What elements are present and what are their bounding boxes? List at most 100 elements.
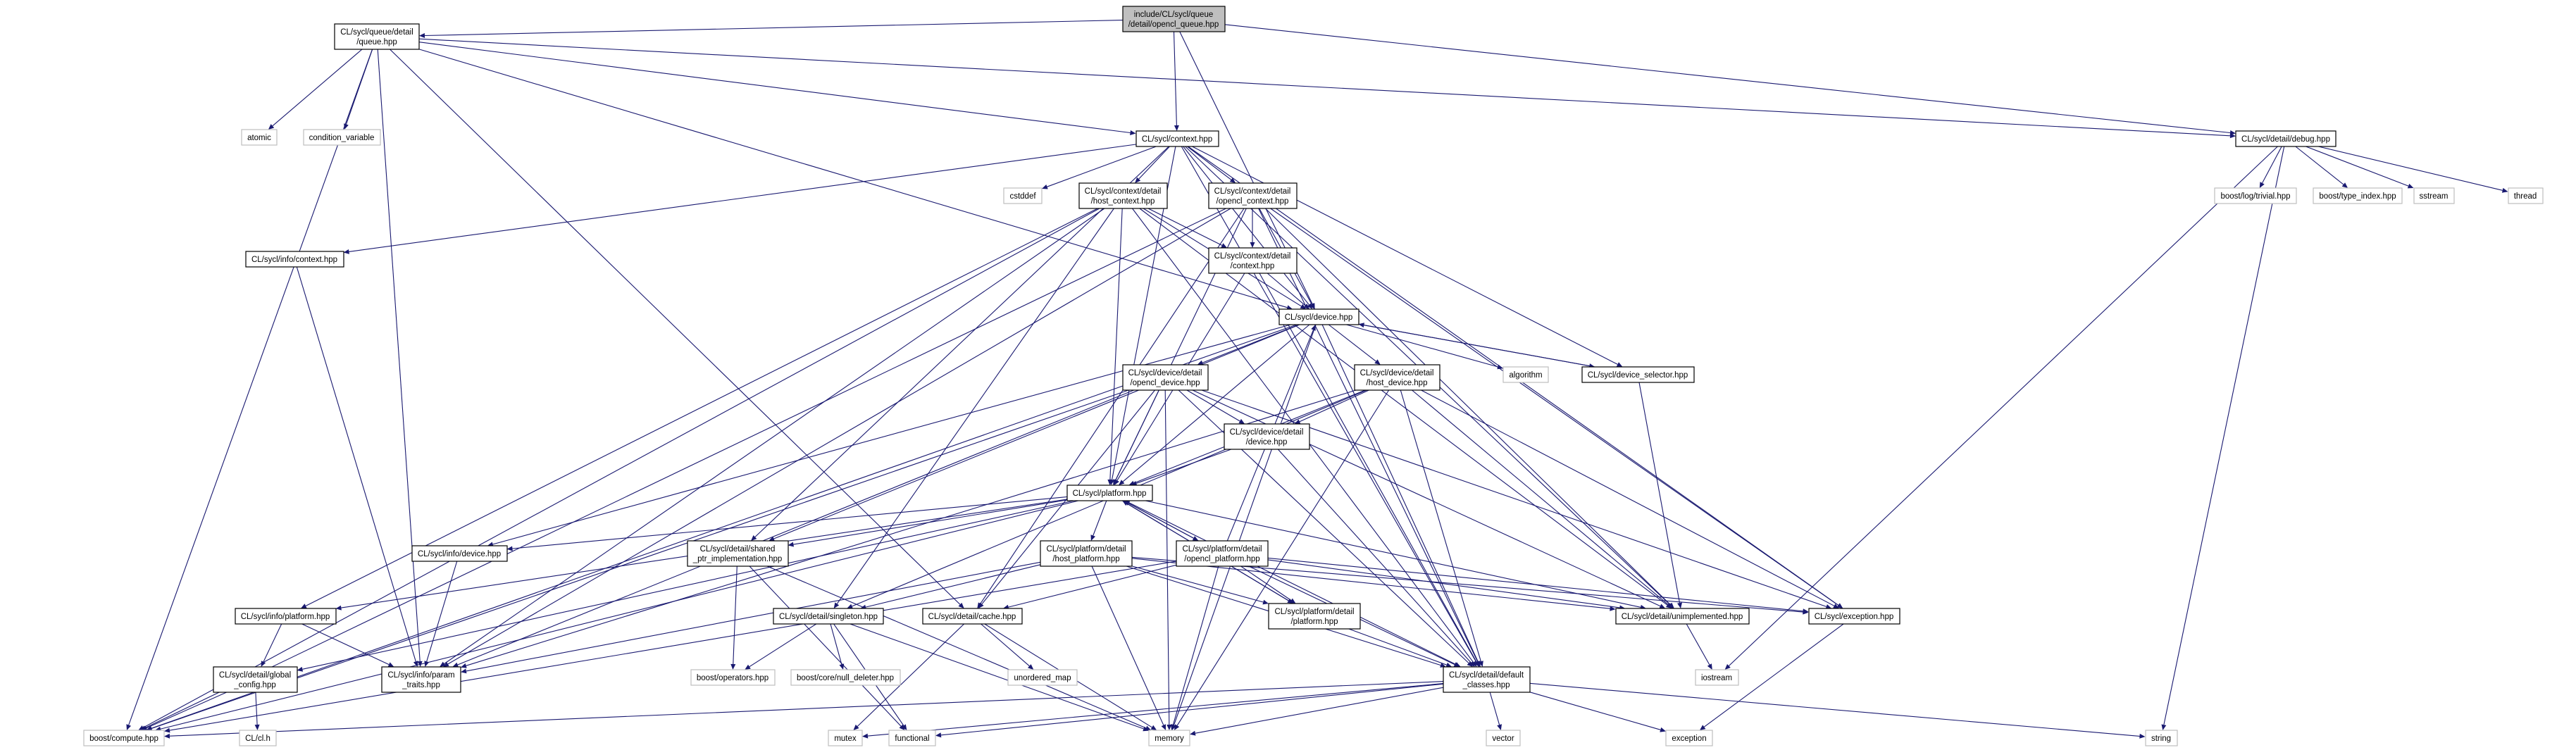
node-detail-platform[interactable]: CL/sycl/platform/detail/platform.hpp — [1268, 603, 1361, 630]
node-label: CL/sycl/queue/detail — [340, 28, 413, 37]
edge-host-device-to-detail-device — [1294, 389, 1369, 424]
node-box — [922, 608, 1023, 625]
node-opencl-queue[interactable]: include/CL/sycl/queue/detail/opencl_queu… — [1122, 6, 1226, 32]
edge-line — [447, 208, 1231, 665]
node-host-device[interactable]: CL/sycl/device/detail/host_device.hpp — [1354, 364, 1441, 391]
edge-default-classes-to-memory — [1190, 687, 1443, 736]
node-box — [334, 23, 420, 50]
node-detail-context[interactable]: CL/sycl/context/detail/context.hpp — [1208, 247, 1298, 274]
edge-default-classes-to-vector — [1489, 692, 1502, 730]
node-shared-ptr[interactable]: CL/sycl/detail/shared_ptr_implementation… — [687, 540, 789, 567]
edge-platform-to-default-classes — [1124, 500, 1461, 667]
edge-global-config-to-cl-h — [254, 692, 260, 730]
edge-line — [263, 623, 282, 663]
edge-arrowhead — [343, 249, 349, 254]
edge-arrowhead — [419, 33, 425, 38]
node-opencl-context[interactable]: CL/sycl/context/detail/opencl_context.hp… — [1208, 182, 1298, 209]
node-default-classes[interactable]: CL/sycl/detail/default_classes.hpp — [1443, 666, 1531, 693]
edge-device-selector-to-unimplemented — [1638, 382, 1682, 608]
node-info-device[interactable]: CL/sycl/info/device.hpp — [411, 545, 508, 562]
node-unimplemented[interactable]: CL/sycl/detail/unimplemented.hpp — [1615, 608, 1750, 625]
edge-line — [1686, 623, 1710, 665]
node-detail-device[interactable]: CL/sycl/device/detail/device.hpp — [1224, 423, 1310, 450]
edge-arrowhead — [297, 666, 304, 672]
node-label: CL/sycl/info/device.hpp — [418, 550, 501, 558]
edge-arrowhead — [1610, 606, 1616, 611]
edge-queue-to-debug — [418, 38, 2236, 139]
edge-default-classes-to-boost-compute — [164, 681, 1443, 739]
edge-platform-to-global-config — [297, 500, 1074, 672]
node-condition-variable: condition_variable — [303, 129, 381, 146]
edge-opencl-platform-to-exception — [1267, 557, 1809, 614]
edge-line — [1346, 324, 1498, 368]
edge-opencl-context-to-param-traits — [442, 208, 1231, 667]
edge-info-device-to-param-traits — [424, 561, 458, 667]
edge-arrowhead — [1453, 662, 1460, 667]
node-label: CL/sycl/platform/detail — [1274, 608, 1354, 616]
edge-opencl-context-to-unimplemented — [1265, 208, 1674, 608]
node-label: CL/sycl/detail/cache.hpp — [928, 613, 1016, 621]
edge-context-to-cstddef — [1042, 146, 1157, 189]
edge-line — [1202, 324, 1300, 363]
edge-arrowhead — [1677, 602, 1682, 608]
edge-arrowhead — [300, 604, 307, 608]
edge-line — [867, 683, 1443, 737]
node-box — [1224, 423, 1310, 450]
node-singleton[interactable]: CL/sycl/detail/singleton.hpp — [773, 608, 884, 625]
node-box — [828, 730, 863, 746]
edge-arrowhead — [1659, 604, 1666, 608]
node-type-index: boost/type_index.hpp — [2313, 187, 2403, 204]
node-info-context[interactable]: CL/sycl/info/context.hpp — [245, 251, 344, 268]
node-box — [1122, 6, 1226, 32]
edge-line — [1145, 500, 1641, 608]
edge-line — [1277, 449, 1471, 663]
node-context[interactable]: CL/sycl/context.hpp — [1135, 130, 1219, 147]
edge-arrowhead — [958, 602, 964, 608]
edge-line — [426, 561, 458, 662]
edge-detail-platform-to-default-classes — [1348, 628, 1452, 668]
node-box — [888, 730, 936, 746]
node-info-platform[interactable]: CL/sycl/info/platform.hpp — [235, 608, 337, 625]
edge-arrowhead — [978, 602, 984, 608]
node-queue[interactable]: CL/sycl/queue/detail/queue.hpp — [334, 23, 420, 50]
edge-arrowhead — [1229, 177, 1236, 183]
node-global-config[interactable]: CL/sycl/detail/global_config.hpp — [213, 666, 298, 693]
edge-info-platform-to-param-traits — [301, 623, 394, 667]
edge-host-platform-to-param-traits — [461, 561, 1041, 674]
edge-arrowhead — [1374, 359, 1381, 365]
edge-context-to-default-classes — [1181, 146, 1479, 667]
edge-host-platform-to-detail-platform — [1131, 565, 1269, 605]
edge-line — [151, 389, 1129, 729]
node-box — [790, 669, 901, 686]
node-device-selector[interactable]: CL/sycl/device_selector.hpp — [1581, 366, 1695, 383]
edge-line — [1265, 208, 1671, 605]
node-label: boost/core/null_deleter.hpp — [797, 674, 894, 682]
edge-line — [733, 565, 738, 665]
node-box — [1502, 366, 1549, 383]
edge-arrowhead — [1197, 360, 1204, 365]
edge-line — [865, 564, 1041, 608]
node-atomic: atomic — [241, 129, 278, 146]
node-boost-compute: boost/compute.hpp — [83, 730, 165, 746]
edge-line — [1258, 208, 1479, 663]
node-device[interactable]: CL/sycl/device.hpp — [1278, 308, 1359, 325]
node-param-traits[interactable]: CL/sycl/info/param_traits.hpp — [381, 666, 461, 693]
node-host-platform[interactable]: CL/sycl/platform/detail/host_platform.hp… — [1040, 540, 1133, 567]
edge-arrowhead — [141, 725, 148, 730]
node-opencl-platform[interactable]: CL/sycl/platform/detail/opencl_platform.… — [1176, 540, 1269, 567]
edge-host-device-to-unimplemented — [1412, 389, 1673, 608]
edge-line — [749, 565, 902, 727]
node-box — [1486, 730, 1521, 746]
node-opencl-device[interactable]: CL/sycl/device/detail/opencl_device.hpp — [1122, 364, 1209, 391]
edge-arrowhead — [1238, 418, 1245, 424]
node-exception[interactable]: CL/sycl/exception.hpp — [1808, 608, 1900, 625]
edge-device-selector-to-device — [1358, 323, 1595, 368]
node-debug[interactable]: CL/sycl/detail/debug.hpp — [2235, 130, 2337, 147]
node-label: /device.hpp — [1246, 438, 1288, 446]
node-null-deleter: boost/core/null_deleter.hpp — [790, 669, 901, 686]
node-cache[interactable]: CL/sycl/detail/cache.hpp — [922, 608, 1023, 625]
edge-line — [1201, 389, 1827, 607]
node-label: CL/sycl/context/detail — [1085, 187, 1162, 196]
node-host-context[interactable]: CL/sycl/context/detail/host_context.hpp — [1078, 182, 1168, 209]
node-platform[interactable]: CL/sycl/platform.hpp — [1066, 485, 1153, 501]
